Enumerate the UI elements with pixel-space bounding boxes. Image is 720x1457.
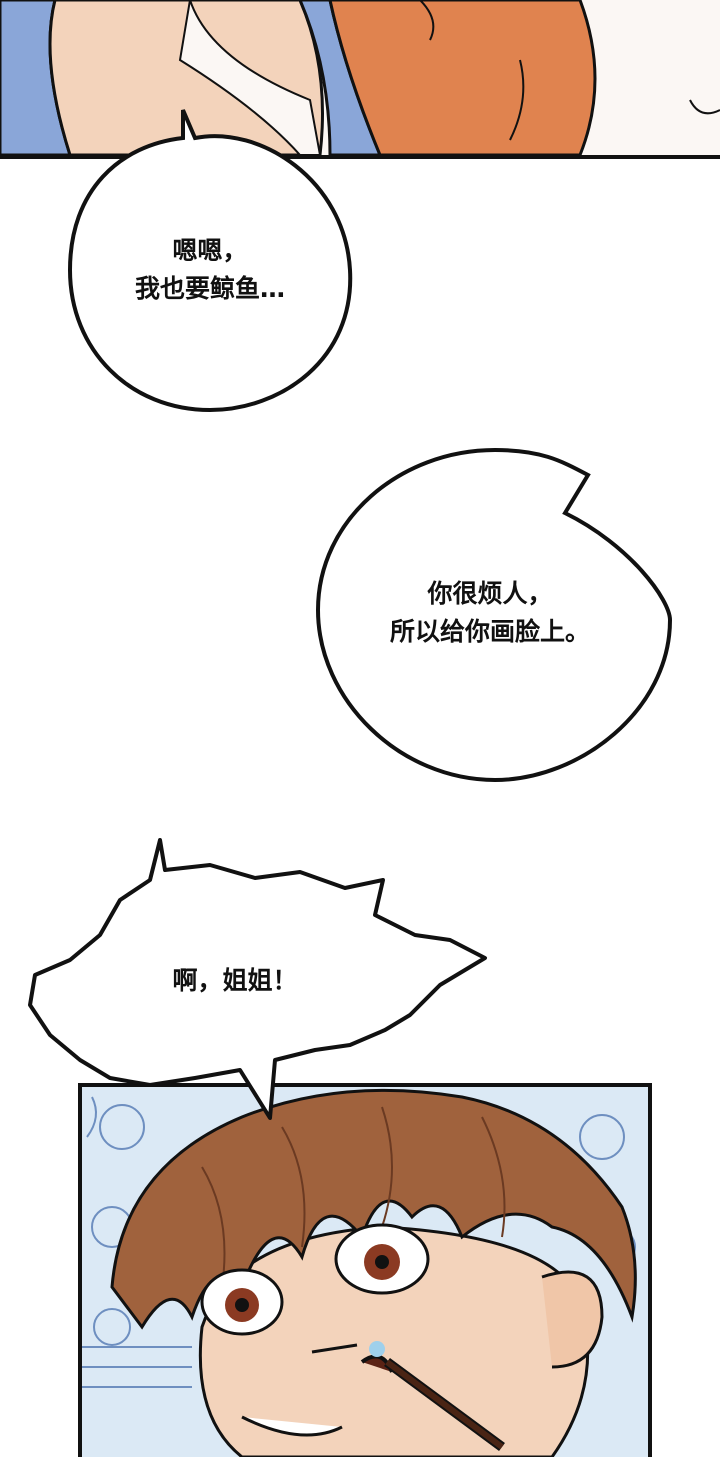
bottom-comic-panel [78,1083,652,1457]
boy-face-artwork [82,1088,637,1457]
bubble-1-line-1: 嗯嗯， [172,236,248,265]
top-panel-artwork [0,0,720,155]
speech-bubble-1-text: 嗯嗯， 我也要鲸鱼… [100,232,320,308]
top-comic-panel [0,0,720,159]
bubble-2-line-2: 所以给你画脸上。 [389,617,590,646]
bubble-3-line-1: 啊，姐姐！ [172,966,298,995]
bubble-2-line-1: 你很烦人， [427,579,553,608]
speech-bubble-3-text: 啊，姐姐！ [120,962,350,1000]
bubble-1-line-2: 我也要鲸鱼… [134,274,285,303]
speech-bubble-2-text: 你很烦人， 所以给你画脸上。 [340,575,640,651]
